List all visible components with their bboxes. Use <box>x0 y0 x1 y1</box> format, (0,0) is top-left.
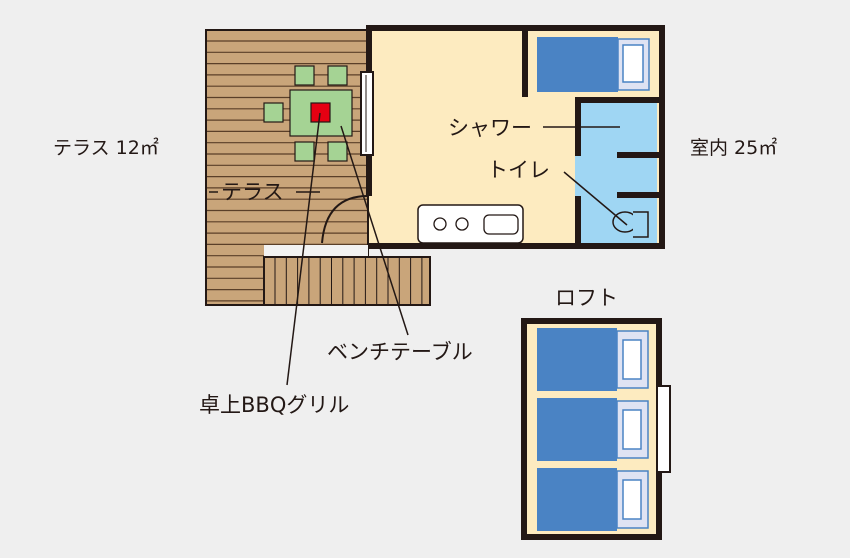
loft-bed <box>537 468 649 531</box>
sliding-door <box>360 71 374 156</box>
terrace-area-label: テラス 12㎡ <box>53 136 159 159</box>
bed <box>537 37 650 92</box>
indoor-area-label: 室内 25㎡ <box>690 136 777 159</box>
bbq-grill-label: 卓上BBQグリル <box>199 393 349 417</box>
loft-bed <box>537 328 649 391</box>
bbq-grill <box>310 102 331 123</box>
shower-label: シャワー <box>448 116 532 140</box>
terrace-label: テラス <box>221 180 284 204</box>
bench-table-label: ベンチテーブル <box>327 340 473 364</box>
loft <box>521 318 671 540</box>
kitchen-counter <box>417 204 524 244</box>
indoor-room <box>321 25 665 249</box>
loft-bed <box>537 398 649 461</box>
toilet-icon <box>612 211 649 238</box>
deck-steps <box>263 256 431 306</box>
toilet-label: トイレ <box>487 158 550 182</box>
loft-window <box>656 385 671 473</box>
door-swing <box>321 195 369 244</box>
loft-label: ロフト <box>555 286 618 310</box>
